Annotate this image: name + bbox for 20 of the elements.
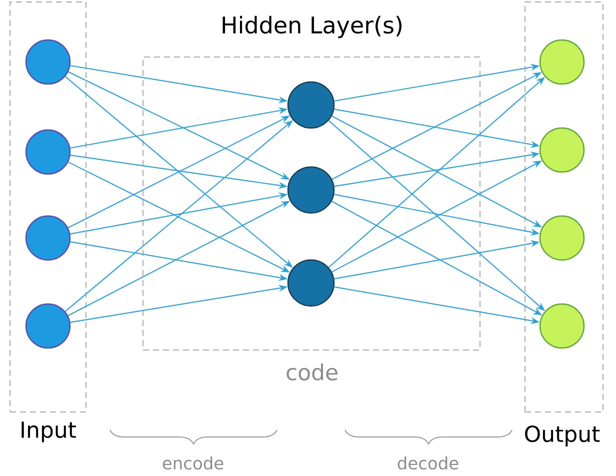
layer-box: Output [524, 2, 604, 446]
node-label: Output [525, 426, 600, 446]
layer-box: Input [10, 2, 86, 442]
neuron-circle [25, 129, 71, 175]
node-label: code [286, 363, 338, 380]
neuron-circle [287, 166, 335, 214]
neuron-circle [539, 127, 585, 173]
neuron-circle [25, 303, 71, 349]
neuron-circle [25, 39, 71, 85]
neuron-circle [539, 303, 585, 349]
node-label: Hidden Layer(s) [222, 16, 402, 38]
layer-box: Hidden Layer(s) code [142, 16, 480, 380]
neuron-circle [539, 215, 585, 261]
section-label: encode [162, 456, 224, 470]
neuron-circle [287, 81, 335, 129]
neuron-circle [539, 39, 585, 85]
neuron-circle [287, 259, 335, 307]
node-label: Input [22, 422, 76, 442]
section-label: decode [398, 456, 458, 470]
neuron-circle [25, 215, 71, 261]
